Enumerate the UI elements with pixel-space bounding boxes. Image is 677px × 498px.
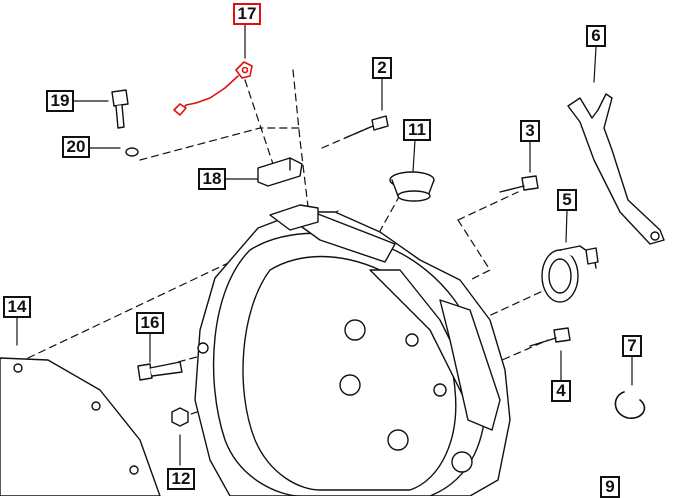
callout-5: 5 bbox=[557, 189, 577, 211]
leader-lines bbox=[16, 24, 633, 466]
callout-12: 12 bbox=[167, 468, 195, 490]
bolt-19 bbox=[111, 89, 129, 129]
callout-4: 4 bbox=[551, 380, 571, 402]
callout-18: 18 bbox=[198, 168, 226, 190]
bolt-4 bbox=[529, 327, 571, 347]
washer-20 bbox=[125, 147, 139, 157]
nut-12 bbox=[171, 407, 189, 427]
bell-housing bbox=[194, 204, 511, 496]
callout-7: 7 bbox=[622, 335, 642, 357]
boot-11 bbox=[389, 171, 435, 202]
callout-6: 6 bbox=[586, 25, 606, 47]
sensor-harness bbox=[173, 61, 253, 116]
bolt-16 bbox=[137, 361, 183, 381]
callout-2: 2 bbox=[372, 57, 392, 79]
callout-3: 3 bbox=[520, 120, 540, 142]
gasket-plate-14 bbox=[0, 357, 161, 496]
callout-14: 14 bbox=[3, 296, 31, 318]
release-fork-6 bbox=[567, 93, 665, 245]
callout-11: 11 bbox=[403, 119, 431, 141]
bolt-2 bbox=[344, 115, 389, 139]
bolt-3 bbox=[499, 175, 539, 193]
callout-16: 16 bbox=[136, 312, 164, 334]
clip-7 bbox=[614, 391, 646, 419]
callout-9: 9 bbox=[600, 476, 620, 498]
callout-19: 19 bbox=[46, 90, 74, 112]
callout-17: 17 bbox=[233, 3, 261, 25]
callout-20: 20 bbox=[62, 136, 90, 158]
seal-5 bbox=[541, 245, 599, 303]
bracket-18 bbox=[257, 157, 303, 187]
